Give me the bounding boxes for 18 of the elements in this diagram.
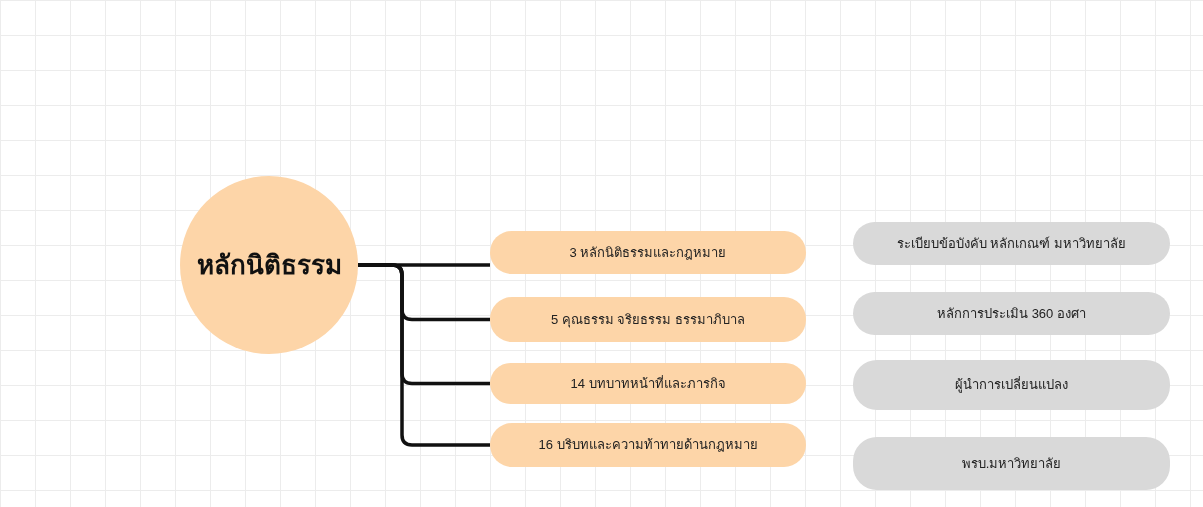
- node-label: หลักนิติธรรม: [196, 248, 342, 282]
- node-label: ผู้นำการเปลี่ยนแปลง: [955, 375, 1068, 395]
- topic-pill: [490, 363, 806, 404]
- related-pill: [853, 360, 1170, 410]
- node-label: หลักการประเมิน 360 องศา: [937, 304, 1086, 323]
- node-label: 16 บริบทและความท้าทายด้านกฎหมาย: [538, 436, 758, 455]
- topic-pill: [490, 423, 806, 467]
- node-label: 14 บทบาทหน้าที่และภารกิจ: [570, 374, 726, 393]
- connector-line: [358, 263, 490, 447]
- related-pill: [853, 437, 1170, 490]
- topic-pill: [490, 297, 806, 342]
- topic-pill: [490, 231, 806, 274]
- node-label: พรบ.มหาวิทยาลัย: [961, 454, 1062, 473]
- node-label: 5 คุณธรรม จริยธรรม ธรรมาภิบาล: [550, 310, 746, 330]
- related-pill: [853, 292, 1170, 335]
- node-label: ระเบียบข้อบังคับ หลักเกณฑ์ มหาวิทยาลัย: [896, 234, 1127, 253]
- node-label: 3 หลักนิติธรรมและกฎหมาย: [569, 243, 727, 262]
- related-pill: [853, 222, 1170, 265]
